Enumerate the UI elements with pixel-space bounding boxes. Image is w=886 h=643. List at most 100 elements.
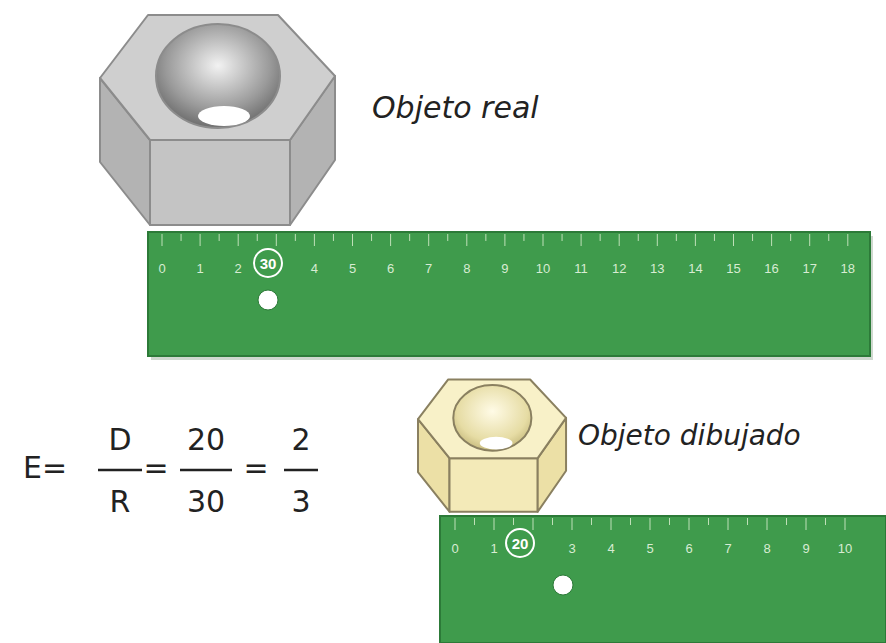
ruler-number: 5 <box>349 262 356 275</box>
ruler-tick <box>390 234 391 246</box>
ruler-tick <box>466 234 467 246</box>
ruler-tick <box>295 234 296 241</box>
ruler-tick <box>485 234 486 241</box>
ruler-number: 10 <box>536 262 550 275</box>
caption-label: Objeto real <box>372 93 539 123</box>
ruler-tick <box>428 234 429 246</box>
ruler-number: 6 <box>685 542 692 555</box>
ruler-tick <box>371 234 372 241</box>
ruler-tick <box>747 518 748 525</box>
ruler-tick <box>533 518 534 530</box>
ruler <box>148 232 873 360</box>
ruler-number: 14 <box>688 262 702 275</box>
ruler-tick <box>581 234 582 246</box>
nut-hole <box>453 385 531 451</box>
ruler-tick <box>611 518 612 530</box>
ruler-tick <box>714 234 715 241</box>
ruler-tick <box>494 518 495 530</box>
ruler-tick <box>352 234 353 246</box>
nut-hole-light <box>198 106 250 126</box>
ruler-body <box>440 516 886 643</box>
ruler-number: 7 <box>724 542 731 555</box>
callout-number: 30 <box>260 255 277 272</box>
ruler-tick <box>276 234 277 246</box>
ruler-number: 4 <box>607 542 614 555</box>
nut-hole-light <box>480 437 513 450</box>
formula-term: 3 <box>291 487 310 517</box>
ruler-tick <box>695 234 696 246</box>
ruler-body <box>148 232 870 356</box>
ruler-tick <box>181 234 182 241</box>
ruler-tick <box>543 234 544 246</box>
ruler-tick <box>630 518 631 525</box>
hex-nut <box>418 379 566 511</box>
ruler-tick <box>455 518 456 530</box>
ruler-number: 1 <box>196 262 203 275</box>
fraction-bar <box>284 469 318 472</box>
formula-term: R <box>110 487 131 517</box>
ruler-tick <box>657 234 658 246</box>
ruler-number: 4 <box>311 262 318 275</box>
ruler-number: 10 <box>838 542 852 555</box>
fraction-bar <box>98 469 142 472</box>
ruler-tick <box>333 234 334 241</box>
nut-hole <box>156 24 280 128</box>
formula-term: = <box>143 453 168 483</box>
ruler-tick <box>572 518 573 530</box>
ruler-tick <box>619 234 620 246</box>
ruler-tick <box>200 234 201 246</box>
ruler-number: 11 <box>574 262 588 275</box>
ruler-tick <box>809 234 810 246</box>
ruler-number: 17 <box>802 262 816 275</box>
ruler-tick <box>257 234 258 241</box>
formula-term: D <box>108 425 131 455</box>
nut-face <box>150 140 290 225</box>
ruler-tick <box>513 518 514 525</box>
ruler-tick <box>504 234 505 246</box>
fraction-bar <box>180 469 232 472</box>
ruler-number: 1 <box>490 542 497 555</box>
ruler-tick <box>689 518 690 530</box>
ruler-number: 9 <box>802 542 809 555</box>
ruler-number: 7 <box>425 262 432 275</box>
ruler-tick <box>591 518 592 525</box>
ruler-number: 2 <box>235 262 242 275</box>
ruler-tick <box>786 518 787 525</box>
ruler-number: 6 <box>387 262 394 275</box>
ruler-number: 0 <box>158 262 165 275</box>
ruler-number: 3 <box>568 542 575 555</box>
ruler-tick <box>600 234 601 241</box>
ruler-tick <box>552 518 553 525</box>
nut-face <box>418 379 566 458</box>
ruler <box>440 516 886 643</box>
callout-number: 20 <box>512 535 529 552</box>
ruler-tick <box>650 518 651 530</box>
formula-term: 2 <box>291 425 310 455</box>
ruler-number: 5 <box>646 542 653 555</box>
ruler-tick <box>523 234 524 241</box>
ruler-number: 0 <box>451 542 458 555</box>
ruler-tick <box>669 518 670 525</box>
ruler-tick <box>314 234 315 246</box>
formula-term: 30 <box>187 487 225 517</box>
ruler-tick <box>676 234 677 241</box>
ruler-tick <box>562 234 563 241</box>
ruler-tick <box>474 518 475 525</box>
ruler-tick <box>771 234 772 246</box>
circled-number: 30 <box>253 248 283 278</box>
ruler-tick <box>733 234 734 246</box>
ruler-number: 15 <box>726 262 740 275</box>
formula-term: E= <box>23 453 67 483</box>
ruler-tick <box>767 518 768 530</box>
ruler-tick <box>409 234 410 241</box>
nut-face <box>100 15 335 140</box>
ruler-tick <box>845 518 846 530</box>
ruler-number: 12 <box>612 262 626 275</box>
ruler-tick <box>790 234 791 241</box>
ruler-number: 13 <box>650 262 664 275</box>
circled-number: 20 <box>505 528 535 558</box>
ruler-tick <box>638 234 639 241</box>
ruler-tick <box>825 518 826 525</box>
formula-term: 20 <box>187 425 225 455</box>
ruler-tick <box>728 518 729 530</box>
